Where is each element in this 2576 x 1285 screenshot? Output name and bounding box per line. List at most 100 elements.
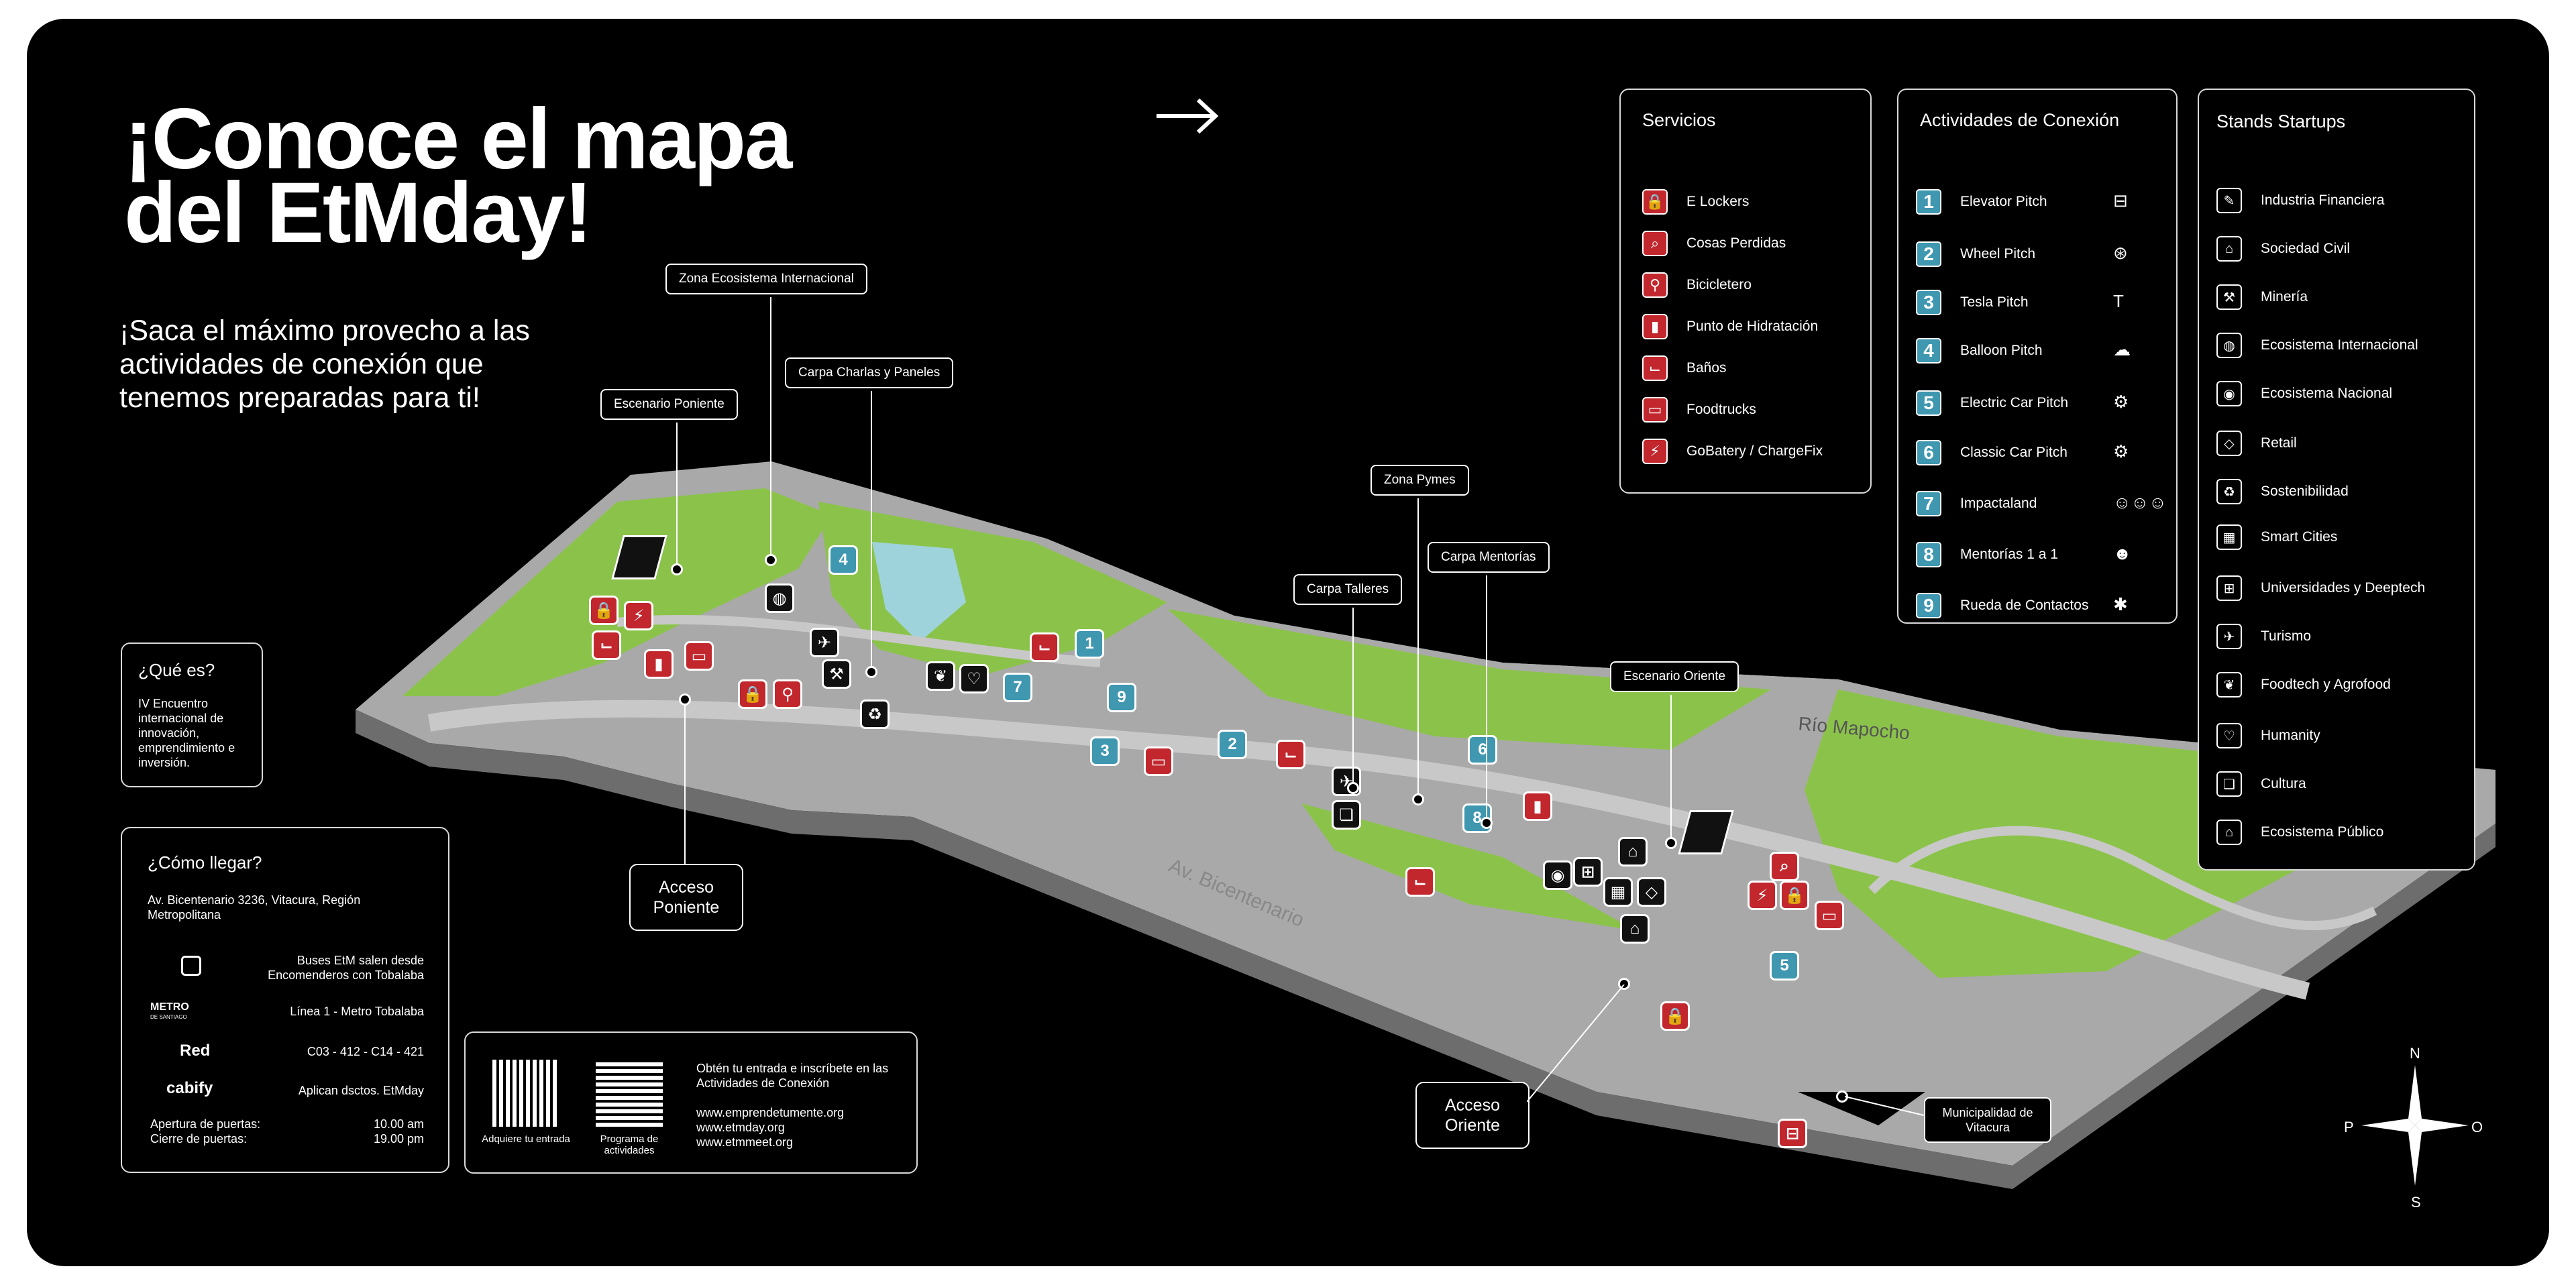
activity-number-icon: 5 <box>1916 390 1941 416</box>
stand-item[interactable]: ⚒Minería <box>2216 284 2308 310</box>
metro-logo-sub: DE SANTIAGO <box>150 1014 187 1020</box>
stand-item[interactable]: ▦Smart Cities <box>2216 524 2337 550</box>
bicycle-icon[interactable]: ⚲ <box>773 679 802 709</box>
label-municipalidad[interactable]: Municipalidad de Vitacura <box>1924 1097 2051 1143</box>
globe-icon[interactable]: ◍ <box>765 583 794 613</box>
city-icon[interactable]: ▦ <box>1603 877 1633 907</box>
lock-icon[interactable]: 🔒 <box>1660 1001 1690 1031</box>
label-escenario-oriente[interactable]: Escenario Oriente <box>1610 661 1739 692</box>
apple-icon[interactable]: ❦ <box>926 661 955 691</box>
toilet-icon[interactable]: ⌙ <box>1405 867 1435 897</box>
stand-item[interactable]: ◍Ecosistema Internacional <box>2216 333 2418 358</box>
plane-icon[interactable]: ✈ <box>810 628 839 657</box>
label-zona-pymes[interactable]: Zona Pymes <box>1371 465 1469 496</box>
legend-label: Bicicletero <box>1686 277 1752 292</box>
toilet-icon[interactable]: ⌙ <box>1276 740 1305 769</box>
university-icon[interactable]: ⊞ <box>1573 857 1603 887</box>
label-zona-internacional[interactable]: Zona Ecosistema Internacional <box>665 264 867 294</box>
label-escenario-poniente[interactable]: Escenario Poniente <box>600 389 738 420</box>
lightning-icon: ⚡ <box>1642 439 1668 464</box>
lock-icon[interactable]: 🔒 <box>1780 881 1809 910</box>
serv-item[interactable]: ⌙Baños <box>1642 355 1727 381</box>
label-carpa-mentorias[interactable]: Carpa Mentorías <box>1428 542 1550 573</box>
url-etmmeet[interactable]: www.etmmeet.org <box>696 1135 794 1149</box>
university-icon: ⊞ <box>2216 575 2242 601</box>
red-logo: Red <box>180 1042 211 1060</box>
toilet-icon[interactable]: ⌙ <box>1030 632 1059 662</box>
activity-5-marker[interactable]: 5 <box>1770 951 1799 981</box>
stand-item[interactable]: ⌂Ecosistema Público <box>2216 820 2383 845</box>
stand-item[interactable]: ♻Sostenibilidad <box>2216 479 2349 504</box>
lock-icon[interactable]: 🔒 <box>738 679 767 709</box>
legend-label: Baños <box>1686 360 1727 376</box>
electric-car-icon: ⚙ <box>2113 392 2129 412</box>
globe-icon: ◍ <box>2216 333 2242 358</box>
stand-item[interactable]: ⌂Sociedad Civil <box>2216 236 2350 262</box>
serv-item[interactable]: ▭Foodtrucks <box>1642 397 1756 423</box>
foodtruck-icon[interactable]: ▭ <box>1144 746 1173 776</box>
tag-icon[interactable]: ◇ <box>1637 877 1666 907</box>
serv-item[interactable]: 🔒E Lockers <box>1642 189 1749 215</box>
activity-7-marker[interactable]: 7 <box>1003 673 1032 702</box>
activity-number-icon: 7 <box>1916 491 1941 516</box>
heart-icon[interactable]: ♡ <box>959 664 989 693</box>
legend-label: Balloon Pitch <box>1960 343 2043 358</box>
stand-item[interactable]: ❏Cultura <box>2216 771 2306 797</box>
qr-code-ticket[interactable] <box>492 1060 559 1127</box>
stand-item[interactable]: ❦Foodtech y Agrofood <box>2216 672 2391 697</box>
que-es-heading: ¿Qué es? <box>138 660 215 680</box>
activity-6-marker[interactable]: 6 <box>1468 735 1497 765</box>
serv-item[interactable]: ▮Punto de Hidratación <box>1642 314 1818 339</box>
lock-icon: 🔒 <box>1642 189 1668 215</box>
book-icon[interactable]: ❏ <box>1332 800 1361 830</box>
leader-line <box>1352 608 1354 789</box>
activity-9-marker[interactable]: 9 <box>1107 683 1136 712</box>
toilet-icon[interactable]: ⌙ <box>592 630 621 660</box>
recycle-icon[interactable]: ♻ <box>860 700 890 729</box>
stand-item[interactable]: ✈Turismo <box>2216 624 2311 649</box>
legend-label: Sostenibilidad <box>2261 484 2349 499</box>
serv-item[interactable]: ⚲Bicicletero <box>1642 272 1752 298</box>
label-carpa-talleres[interactable]: Carpa Talleres <box>1293 574 1403 605</box>
government-icon[interactable]: ⌂ <box>1620 914 1650 944</box>
activity-1-marker[interactable]: 1 <box>1075 629 1104 659</box>
foodtruck-icon[interactable]: ▭ <box>684 641 714 671</box>
pin-icon[interactable]: ◉ <box>1543 860 1572 890</box>
serv-item[interactable]: ⚡GoBatery / ChargeFix <box>1642 439 1823 464</box>
bus-icon[interactable]: ⊟ <box>1778 1119 1807 1148</box>
stand-item[interactable]: ◇Retail <box>2216 431 2297 456</box>
activity-3-marker[interactable]: 3 <box>1090 736 1120 766</box>
qr-code-program[interactable] <box>596 1060 663 1127</box>
serv-item[interactable]: ⌕Cosas Perdidas <box>1642 231 1786 256</box>
label-acceso-oriente[interactable]: Acceso Oriente <box>1415 1082 1529 1149</box>
civil-society-icon[interactable]: ⌂ <box>1618 837 1648 867</box>
stand-item[interactable]: ⊞Universidades y Deeptech <box>2216 575 2425 601</box>
magnifier-icon[interactable]: ⌕ <box>1770 852 1799 881</box>
label-carpa-charlas[interactable]: Carpa Charlas y Paneles <box>785 357 954 388</box>
activity-number-icon: 9 <box>1916 593 1941 618</box>
url-etmday[interactable]: www.etmday.org <box>696 1121 785 1134</box>
activity-2-marker[interactable]: 2 <box>1218 730 1247 759</box>
lock-icon[interactable]: 🔒 <box>589 596 619 625</box>
bottle-icon[interactable]: ▮ <box>1523 791 1552 821</box>
label-acceso-poniente[interactable]: Acceso Poniente <box>629 864 743 931</box>
stand-item[interactable]: ♡Humanity <box>2216 723 2320 748</box>
lightning-icon[interactable]: ⚡ <box>1748 881 1777 910</box>
lightning-icon[interactable]: ⚡ <box>624 601 653 630</box>
activity-4-marker[interactable]: 4 <box>828 545 858 575</box>
mining-icon[interactable]: ⚒ <box>822 659 851 689</box>
foodtruck-icon[interactable]: ▭ <box>1815 901 1844 930</box>
bottle-icon[interactable]: ▮ <box>644 649 674 679</box>
stand-item[interactable]: ◉Ecosistema Nacional <box>2216 381 2392 406</box>
url-emprendetumente[interactable]: www.emprendetumente.org <box>696 1106 845 1119</box>
stand-item[interactable]: ✎Industria Financiera <box>2216 188 2384 213</box>
